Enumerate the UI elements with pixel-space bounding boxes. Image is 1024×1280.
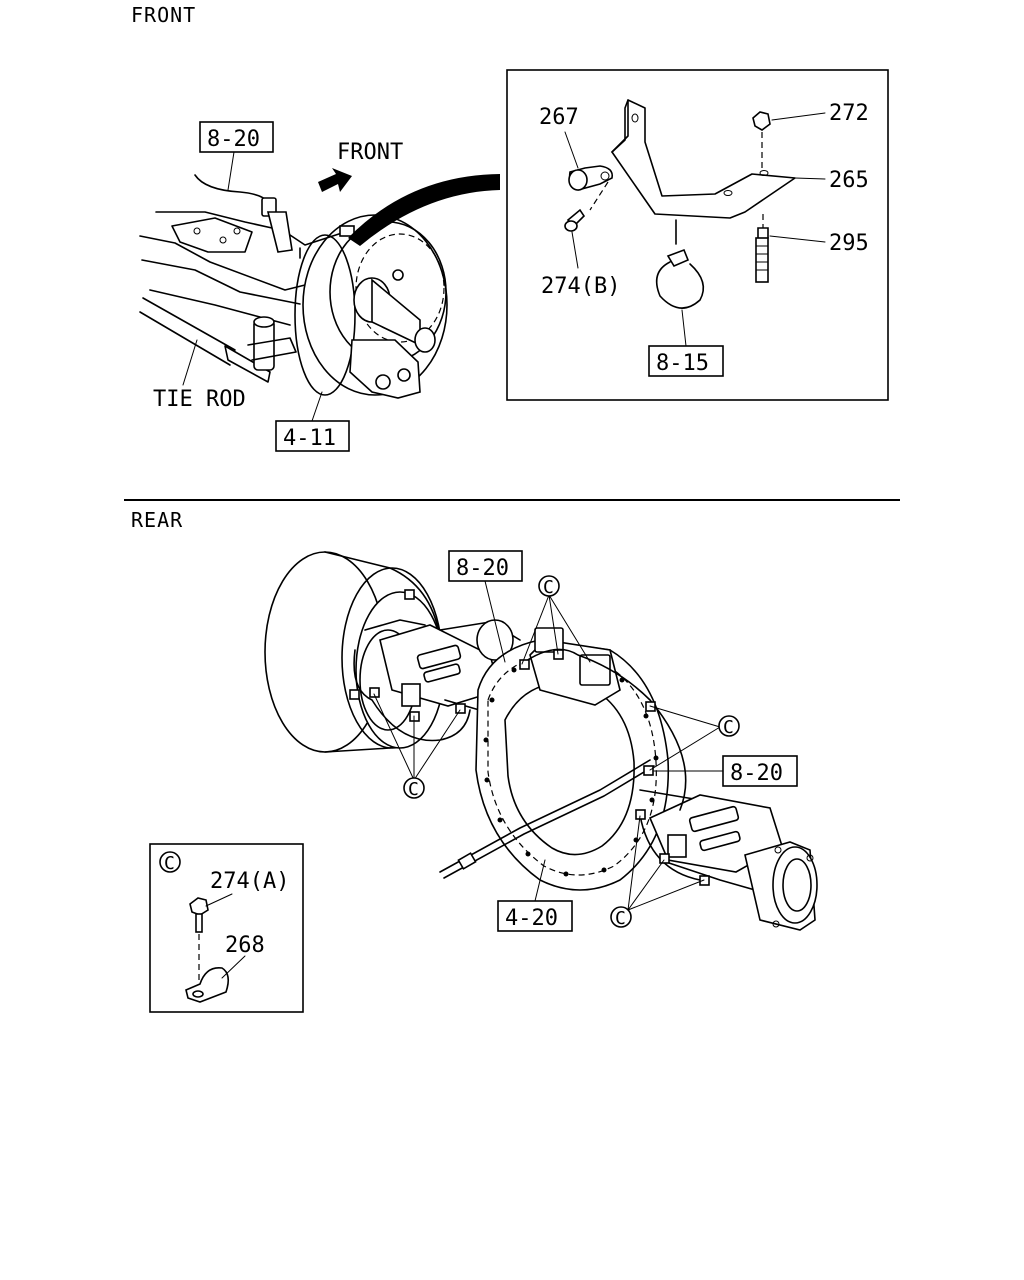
callout-c-bottom[interactable]: C: [610, 815, 705, 929]
callout-c-right[interactable]: C: [649, 705, 740, 771]
bracket-detail-drawing: [564, 99, 796, 309]
ref-8-20-front: 8-20: [207, 127, 260, 152]
callout-c-top-label: C: [543, 577, 554, 598]
part-265: 265: [829, 168, 869, 193]
front-direction-label: FRONT: [337, 140, 403, 165]
part-267: 267: [539, 105, 579, 130]
ref-box-8-20-front[interactable]: [199, 121, 274, 153]
part-274b: 274(B): [541, 274, 620, 299]
ref-box-4-20[interactable]: [497, 900, 573, 932]
detail-c-marker-label: C: [164, 853, 175, 874]
detail-pointer-arrow: [348, 174, 500, 246]
ref-4-20: 4-20: [505, 906, 558, 931]
callout-c-right-label: C: [723, 717, 734, 738]
part-274a: 274(A): [210, 869, 289, 894]
bracket-detail-box: [506, 69, 889, 401]
callout-c-left[interactable]: C: [373, 693, 461, 800]
ref-box-8-20-rear-top[interactable]: [448, 550, 523, 582]
callout-c-bottom-label: C: [615, 908, 626, 929]
section-label-rear: REAR: [131, 508, 183, 532]
part-295: 295: [829, 231, 869, 256]
ref-box-8-20-rear-right[interactable]: [722, 755, 798, 787]
detail-c-marker: C: [159, 851, 181, 874]
callout-c-left-label: C: [408, 779, 419, 800]
detail-c-drawing: [185, 897, 230, 1003]
ref-8-20-rear-top: 8-20: [456, 556, 509, 581]
ref-box-4-11[interactable]: [275, 420, 350, 452]
ref-8-15: 8-15: [656, 351, 709, 376]
part-268: 268: [225, 933, 265, 958]
ref-4-11: 4-11: [283, 426, 336, 451]
ref-8-20-rear-right: 8-20: [730, 761, 783, 786]
rear-axle-drawing: [264, 551, 818, 931]
callout-c-top[interactable]: C: [521, 575, 591, 665]
front-direction-arrow: [318, 168, 352, 192]
section-label-front: FRONT: [131, 3, 196, 27]
part-272: 272: [829, 101, 869, 126]
tie-rod-label: TIE ROD: [153, 387, 246, 412]
